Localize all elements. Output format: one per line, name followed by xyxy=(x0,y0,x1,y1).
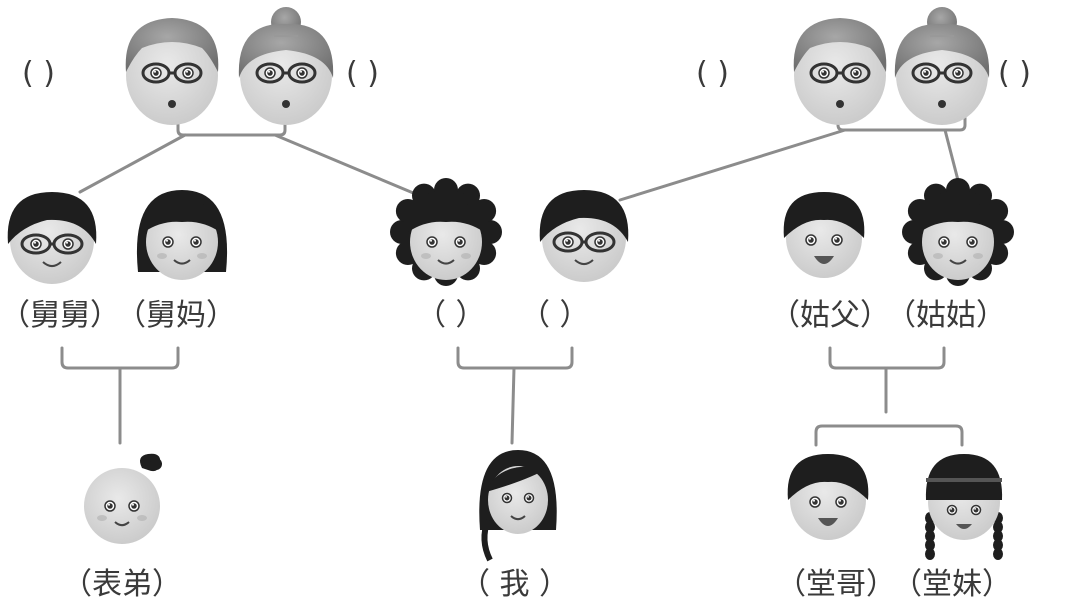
maternal-grandfather-face xyxy=(125,18,219,125)
uncle-face xyxy=(7,192,97,284)
label-cousin-sister: （堂妹） xyxy=(892,567,1012,602)
cousin-older-face xyxy=(787,454,869,540)
bracket-maternal-grandparents xyxy=(176,116,287,137)
label-mother: （ ） xyxy=(416,298,486,333)
label-aunt-in-law: （舅妈） xyxy=(116,298,236,333)
bracket-uncle-couple xyxy=(60,346,180,370)
connector-lines xyxy=(60,116,967,447)
line-to-father xyxy=(618,128,847,202)
cousin-younger-face xyxy=(84,453,162,544)
mother-face xyxy=(390,178,502,286)
label-father: （ ） xyxy=(520,298,590,333)
paternal-grandmother-face xyxy=(894,7,990,125)
line-to-me xyxy=(510,366,516,445)
bracket-parents xyxy=(456,346,574,370)
bracket-aunt-couple xyxy=(828,346,946,370)
line-to-mother xyxy=(273,133,432,202)
label-maternal-grandmother: ( ) xyxy=(346,56,379,91)
label-paternal-grandfather: ( ) xyxy=(696,56,729,91)
aunt-face xyxy=(902,178,1014,286)
paternal-grandfather-face xyxy=(793,18,887,125)
uncle-in-law-face xyxy=(783,192,865,278)
bracket-paternal-grandparents xyxy=(836,116,967,132)
aunt-in-law-face xyxy=(136,190,228,280)
label-uncle-in-law: （姑父） xyxy=(770,298,890,333)
label-cousin-younger: （表弟） xyxy=(62,567,182,602)
cousin-sister-face xyxy=(925,454,1003,560)
label-paternal-grandmother: ( ) xyxy=(998,56,1031,91)
father-face xyxy=(539,190,629,282)
label-maternal-grandfather: ( ) xyxy=(22,56,55,91)
bracket-cousins xyxy=(814,424,964,447)
label-cousin-older: （堂哥） xyxy=(776,567,896,602)
maternal-grandmother-face xyxy=(238,7,334,125)
faces-layer xyxy=(7,7,1014,562)
label-uncle: （舅舅） xyxy=(0,298,120,333)
line-to-uncle xyxy=(78,133,187,194)
me-face xyxy=(479,450,557,562)
label-aunt: （姑姑） xyxy=(886,298,1006,333)
label-me: （ 我 ） xyxy=(460,567,570,602)
